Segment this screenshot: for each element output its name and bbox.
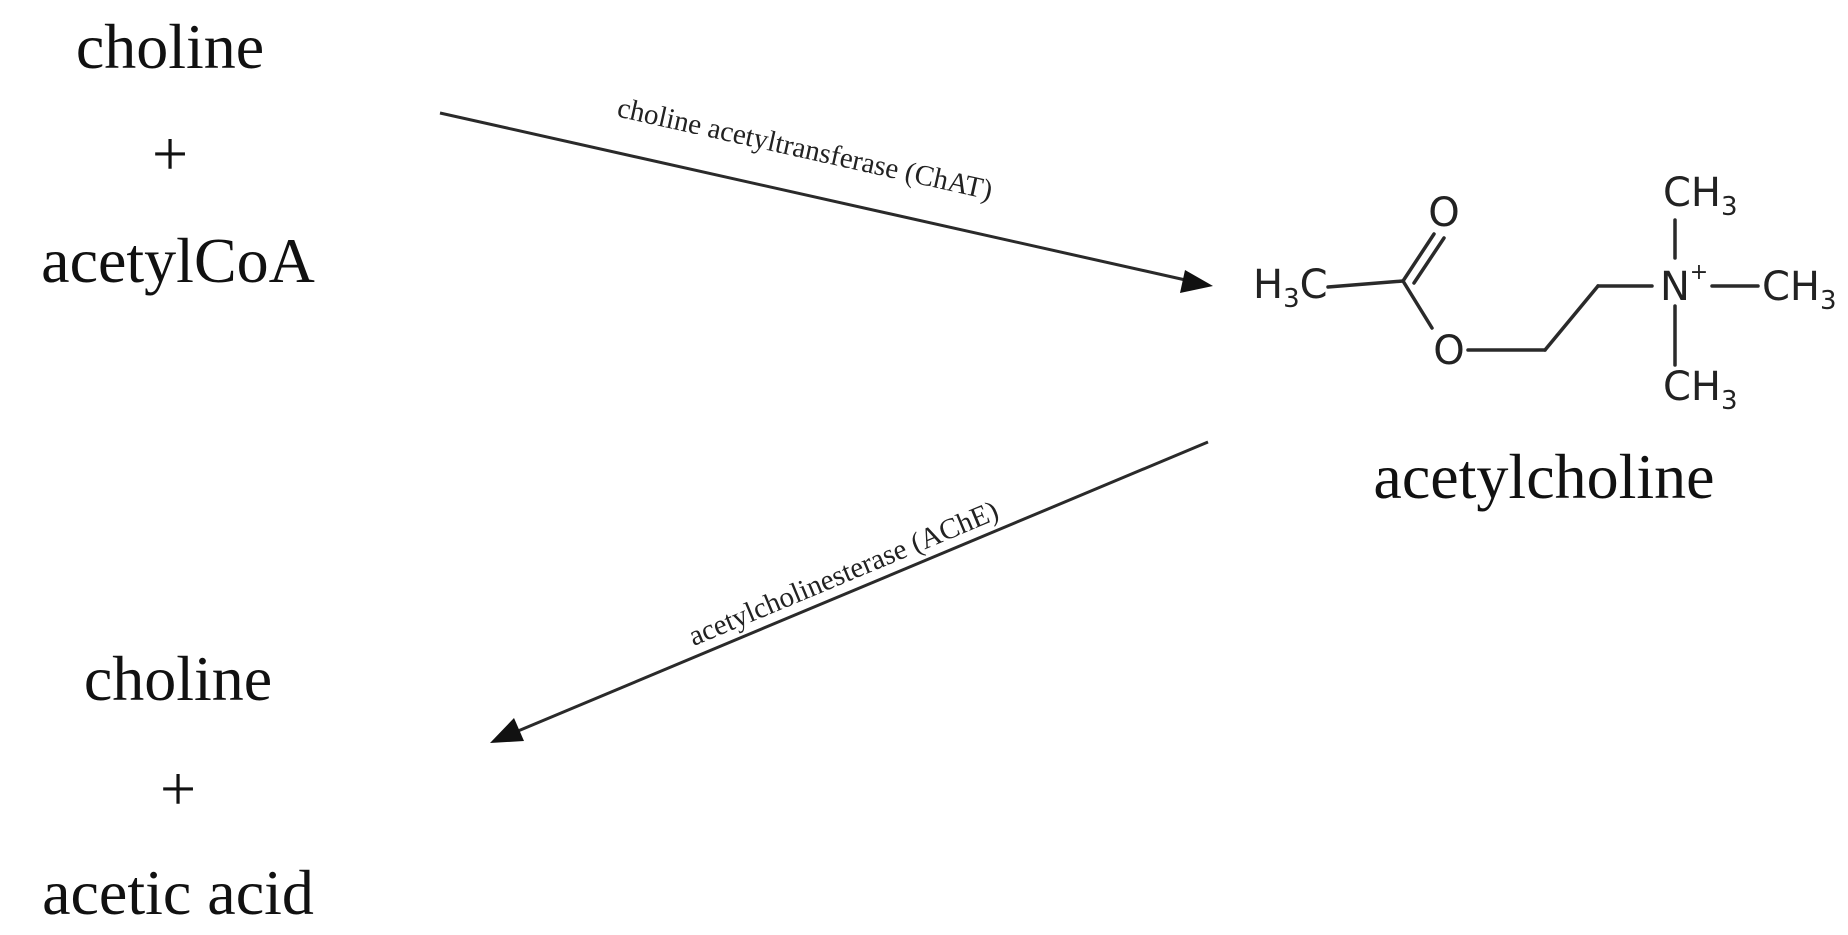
reactant-plus: + xyxy=(152,118,188,189)
reactant-choline: choline xyxy=(76,11,264,82)
atom-ch3-top: CH3 xyxy=(1663,170,1738,222)
bond-ch2-ch2 xyxy=(1543,284,1600,352)
product-acetic-acid: acetic acid xyxy=(42,857,314,928)
top-reactants: choline + acetylCoA xyxy=(41,11,315,296)
atom-ch3-right: CH3 xyxy=(1762,264,1837,316)
acetylcholine-structure: H3C O O N + CH3 CH3 CH3 acetylcholine xyxy=(1253,170,1837,512)
hydrolysis-arrow-line xyxy=(517,440,1209,733)
synthesis-enzyme-label: choline acetyltransferase (ChAT) xyxy=(614,92,995,207)
bottom-products: choline + acetic acid xyxy=(42,643,314,928)
synthesis-arrow: choline acetyltransferase (ChAT) xyxy=(439,92,1213,293)
reactant-acetylcoa: acetylCoA xyxy=(41,225,315,296)
bond-carbonyl-o-2 xyxy=(1412,236,1446,285)
synthesis-arrowhead-icon xyxy=(1180,270,1213,293)
hydrolysis-enzyme-label: acetylcholinesterase (AChE) xyxy=(684,495,1003,653)
bond-ch3-carbonyl xyxy=(1326,279,1405,289)
atom-ester-o: O xyxy=(1433,328,1464,374)
atom-carbonyl-o: O xyxy=(1428,190,1459,236)
product-name-label: acetylcholine xyxy=(1373,441,1714,512)
atom-nitrogen-charge: + xyxy=(1690,260,1708,285)
atom-h3c: H3C xyxy=(1253,262,1328,314)
bond-carbonyl-o-1 xyxy=(1401,232,1436,283)
hydrolysis-arrowhead-icon xyxy=(490,718,524,743)
synthesis-arrow-line xyxy=(439,111,1191,283)
hydrolysis-arrow: acetylcholinesterase (AChE) xyxy=(490,440,1209,743)
product-choline: choline xyxy=(84,643,272,714)
product-plus: + xyxy=(160,753,196,824)
atom-nitrogen: N xyxy=(1660,264,1690,310)
bond-carbonyl-ester-o xyxy=(1401,279,1434,330)
atom-ch3-bottom: CH3 xyxy=(1663,364,1738,416)
